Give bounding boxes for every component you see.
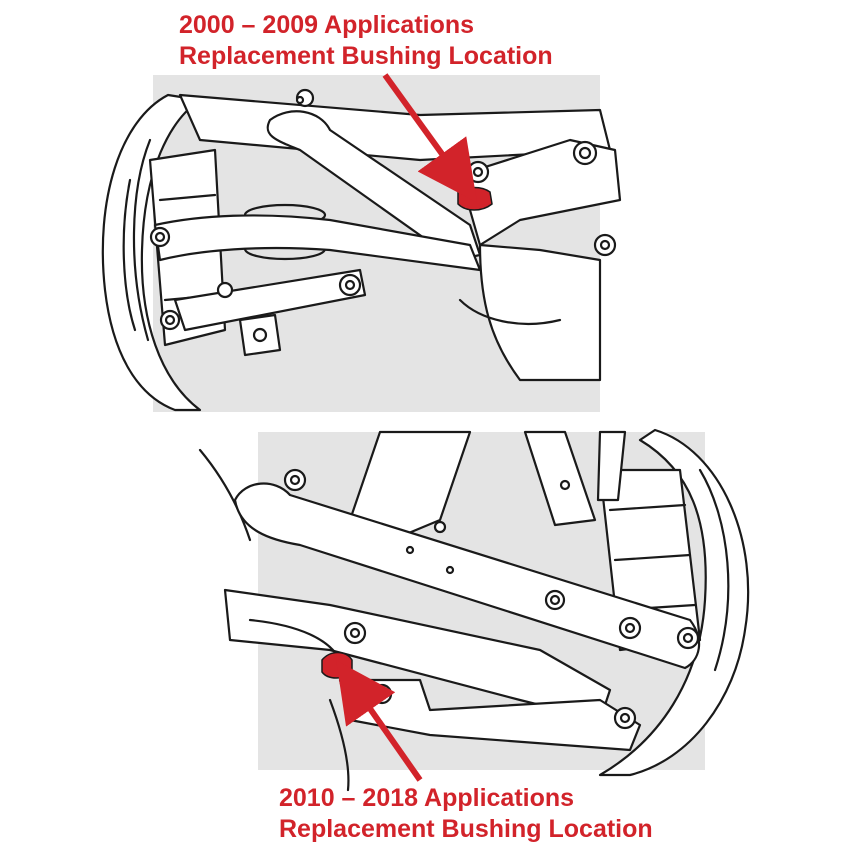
- top-pointer-arrow: [382, 73, 478, 203]
- bottom-shock: [523, 430, 597, 527]
- bottom-main-arm: [233, 482, 701, 670]
- top-callout-line1: 2000 – 2009 Applications: [179, 11, 475, 39]
- top-bushing-highlight: [457, 186, 493, 211]
- top-callout-label: 2000 – 2009 Applications Replacement Bus…: [179, 10, 553, 72]
- bottom-pointer-arrow: [336, 660, 423, 782]
- top-callout-line2: Replacement Bushing Location: [179, 42, 553, 70]
- bottom-callout-label: 2010 – 2018 Applications Replacement Bus…: [279, 783, 653, 845]
- top-trailing-arm: [266, 110, 482, 262]
- top-suspension-drawing: [101, 88, 622, 412]
- bottom-callout-line2: Replacement Bushing Location: [279, 815, 653, 843]
- bottom-bushing-highlight: [321, 651, 353, 679]
- top-toe-link: [173, 268, 367, 332]
- bottom-suspension-drawing: [198, 428, 750, 792]
- bottom-wheel-hub: [598, 428, 750, 777]
- bottom-callout-line1: 2010 – 2018 Applications: [279, 784, 575, 812]
